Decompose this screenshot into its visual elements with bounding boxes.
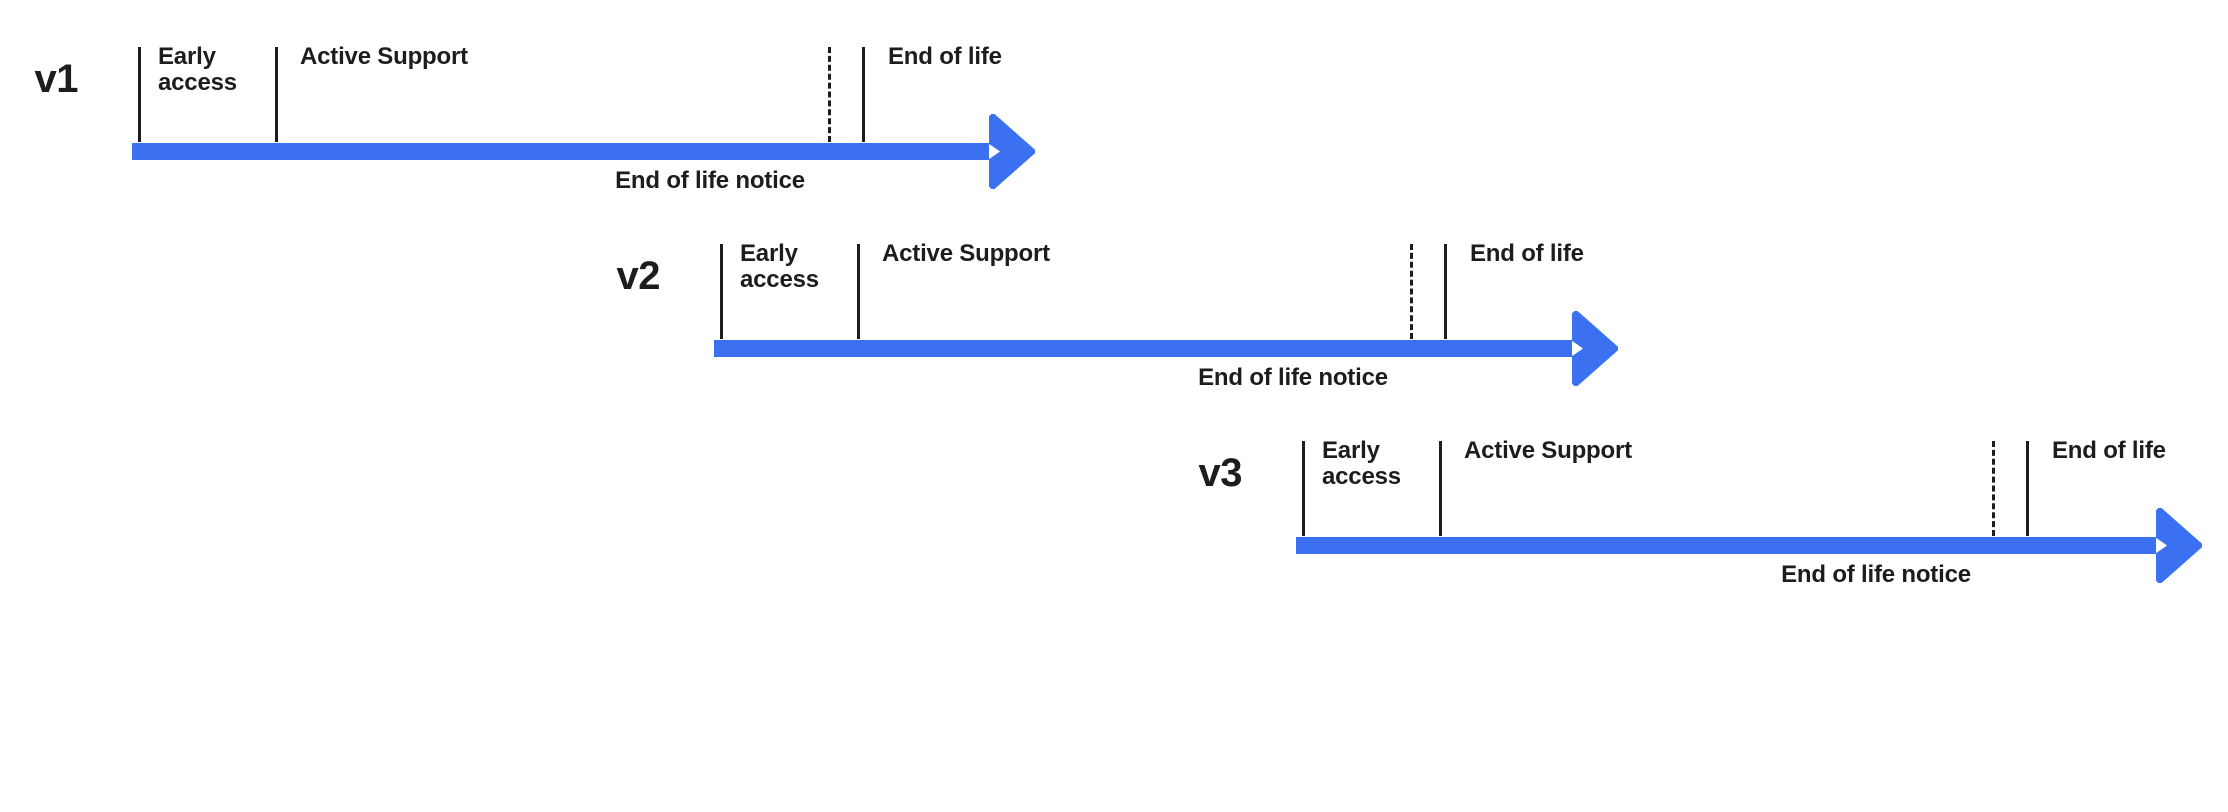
phase-divider-early-access-v3 [1302, 441, 1305, 536]
phase-label-active-support-v2: Active Support [882, 240, 1050, 267]
phase-label-early-access-v2: Early access [740, 240, 819, 293]
phase-divider-end-of-life-v1 [862, 47, 865, 142]
timeline-bar-v1 [132, 143, 989, 160]
phase-divider-early-access-v1 [138, 47, 141, 142]
phase-divider-active-support-v3 [1439, 441, 1442, 536]
phase-divider-end-of-life-v3 [2026, 441, 2029, 536]
eol-notice-label-v3: End of life notice [1781, 561, 1971, 588]
arrow-right-icon-v2 [1572, 311, 1618, 386]
phase-label-active-support-v3: Active Support [1464, 437, 1632, 464]
phase-label-early-access-v1: Early access [158, 43, 237, 96]
version-label-v1: v1 [34, 57, 79, 101]
version-label-v2: v2 [616, 254, 661, 298]
arrow-right-icon-v1 [989, 114, 1035, 189]
phase-label-end-of-life-v1: End of life [888, 43, 1002, 70]
timeline-bar-v3 [1296, 537, 2156, 554]
phase-divider-active-support-v1 [275, 47, 278, 142]
phase-divider-active-support-v2 [857, 244, 860, 339]
phase-label-end-of-life-v3: End of life [2052, 437, 2166, 464]
phase-divider-eol-notice-start-v3 [1992, 441, 1995, 536]
phase-label-end-of-life-v2: End of life [1470, 240, 1584, 267]
phase-label-active-support-v1: Active Support [300, 43, 468, 70]
arrow-right-icon-v3 [2156, 508, 2202, 583]
phase-divider-eol-notice-start-v1 [828, 47, 831, 142]
phase-divider-eol-notice-start-v2 [1410, 244, 1413, 339]
phase-divider-early-access-v2 [720, 244, 723, 339]
phase-divider-end-of-life-v2 [1444, 244, 1447, 339]
eol-notice-label-v2: End of life notice [1198, 364, 1388, 391]
phase-label-early-access-v3: Early access [1322, 437, 1401, 490]
timeline-bar-v2 [714, 340, 1572, 357]
eol-notice-label-v1: End of life notice [615, 167, 805, 194]
version-label-v3: v3 [1198, 451, 1243, 495]
